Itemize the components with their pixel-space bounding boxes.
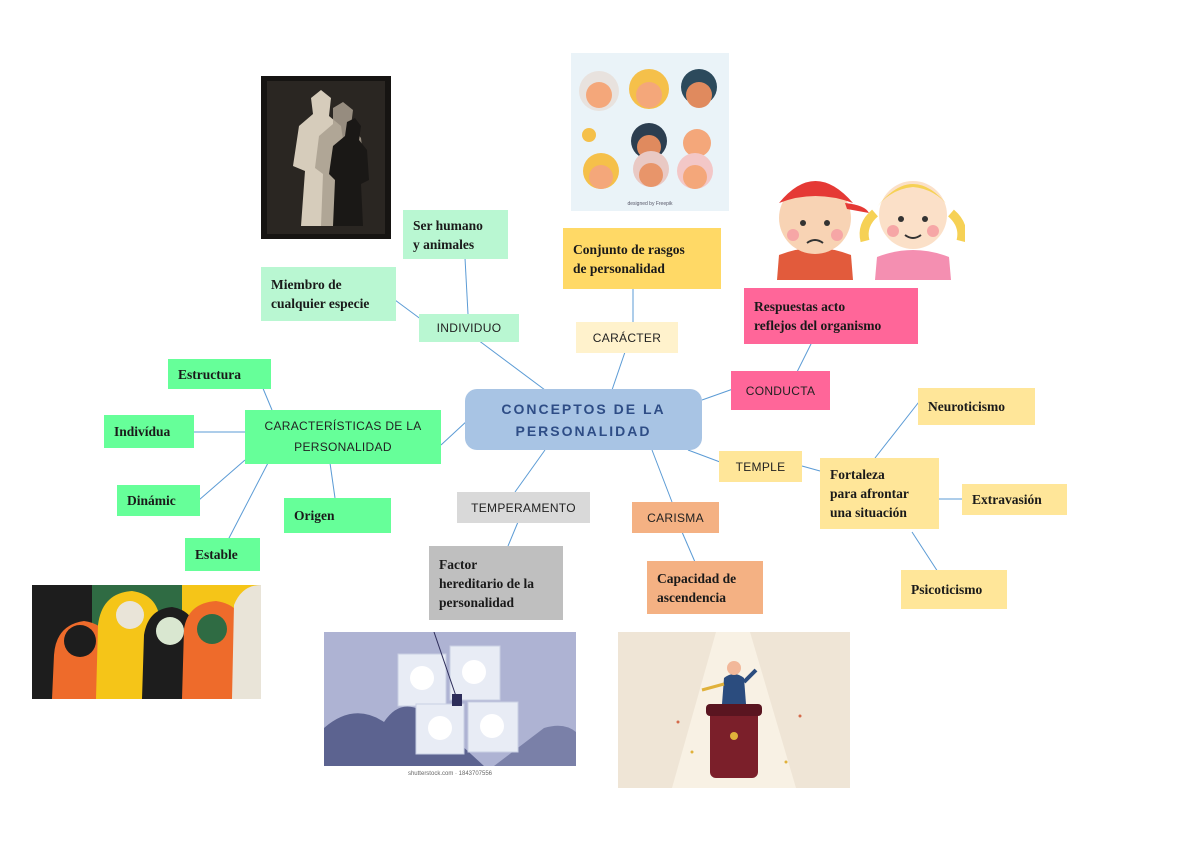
leaf-neuroticismo-label: Neuroticismo — [928, 399, 1005, 414]
leaf-factor-line3: personalidad — [439, 594, 515, 610]
leaf-estructura[interactable]: Estructura — [168, 359, 271, 389]
leaf-respuestas[interactable]: Respuestas acto reflejos del organismo — [744, 288, 918, 344]
link-caracteristicas-estructura — [261, 385, 273, 411]
leaf-individua[interactable]: Indivídua — [104, 415, 194, 448]
branch-conducta[interactable]: CONDUCTA — [731, 371, 830, 410]
leaf-respuestas-line2: reflejos del organismo — [754, 318, 882, 333]
leaf-factor-line2: hereditario de la — [439, 575, 534, 591]
link-center-conducta — [701, 388, 734, 401]
link-fortaleza-psicoticismo — [911, 531, 939, 573]
leaf-ser-humano-line1: Ser humano — [413, 217, 483, 233]
leaf-dinamic[interactable]: Dinámic — [117, 485, 200, 516]
shutterstock-credit: shutterstock.com · 1843707556 — [408, 771, 493, 777]
faces-credit: designed by Freepik — [627, 201, 673, 207]
link-fortaleza-neuroticismo — [874, 397, 923, 459]
leaf-ser-humano-line2: y animales — [413, 236, 475, 252]
leaf-miembro-line2: cualquier especie — [271, 296, 370, 311]
leaf-estable[interactable]: Estable — [185, 538, 260, 571]
link-center-temple — [687, 449, 721, 463]
branch-caracter-label: CARÁCTER — [592, 330, 662, 345]
branch-carisma[interactable]: CARISMA — [632, 502, 719, 533]
silhouettes-image — [261, 76, 391, 239]
link-center-caracteristicas — [440, 419, 469, 446]
leaf-respuestas-line1: Respuestas acto — [754, 299, 846, 314]
heads-illustration — [32, 585, 261, 699]
leaf-extravasion[interactable]: Extravasión — [962, 484, 1067, 515]
leaf-capacidad-line1: Capacidad de — [657, 570, 737, 586]
link-center-caracter — [611, 351, 626, 391]
leaf-factor[interactable]: Factor hereditario de la personalidad — [429, 546, 563, 620]
center-title-line2: PERSONALIDAD — [515, 422, 652, 439]
leaf-estructura-label: Estructura — [178, 366, 241, 382]
kids-illustration — [765, 163, 965, 280]
branch-caracter[interactable]: CARÁCTER — [576, 322, 678, 353]
link-center-individuo — [477, 339, 546, 391]
leaf-origen-label: Origen — [294, 508, 335, 523]
link-center-carisma — [651, 449, 673, 503]
leaf-conjunto-line2: de personalidad — [573, 260, 665, 276]
leaf-factor-line1: Factor — [439, 556, 478, 572]
link-center-temperamento — [514, 449, 546, 493]
leaf-psicoticismo[interactable]: Psicoticismo — [901, 570, 1007, 609]
leaf-conjunto-line1: Conjunto de rasgos — [573, 241, 685, 257]
leaf-dinamic-label: Dinámic — [127, 493, 176, 508]
leaf-miembro[interactable]: Miembro de cualquier especie — [261, 267, 396, 321]
leaf-extravasion-label: Extravasión — [972, 492, 1042, 507]
leaf-fortaleza-line2: para afrontar — [830, 486, 909, 501]
branch-individuo[interactable]: INDIVIDUO — [419, 314, 519, 342]
branch-carisma-label: CARISMA — [647, 510, 704, 525]
leaf-fortaleza-line3: una situación — [830, 505, 907, 520]
leaf-conjunto[interactable]: Conjunto de rasgos de personalidad — [563, 228, 721, 289]
link-conducta-respuestas — [796, 341, 813, 373]
branch-temperamento-label: TEMPERAMENTO — [471, 500, 576, 515]
leaf-capacidad[interactable]: Capacidad de ascendencia — [647, 561, 763, 614]
branch-caracteristicas[interactable]: CARACTERÍSTICAS DE LA PERSONALIDAD — [245, 410, 441, 464]
branch-individuo-label: INDIVIDUO — [436, 321, 502, 335]
branch-conducta-label: CONDUCTA — [745, 383, 816, 398]
leaf-neuroticismo[interactable]: Neuroticismo — [918, 388, 1035, 425]
faces-illustration: designed by Freepik — [571, 53, 729, 211]
branch-temperamento[interactable]: TEMPERAMENTO — [457, 492, 590, 523]
leaf-psicoticismo-label: Psicoticismo — [911, 582, 983, 597]
link-caracteristicas-origen — [329, 462, 336, 499]
branch-temple[interactable]: TEMPLE — [719, 451, 802, 482]
leaf-individua-label: Indivídua — [114, 424, 171, 439]
branch-temple-label: TEMPLE — [735, 459, 786, 474]
leaf-estable-label: Estable — [195, 547, 238, 562]
link-caracteristicas-estable — [227, 462, 269, 541]
branch-caracteristicas-line2: PERSONALIDAD — [294, 440, 392, 454]
center-node[interactable]: CONCEPTOS DE LA PERSONALIDAD — [465, 389, 702, 450]
link-temple-fortaleza — [801, 465, 821, 472]
leaf-ser-humano[interactable]: Ser humano y animales — [403, 210, 508, 259]
link-caracteristicas-dinamic — [198, 459, 246, 501]
leaf-origen[interactable]: Origen — [284, 498, 391, 533]
branch-caracteristicas-line1: CARACTERÍSTICAS DE LA — [264, 419, 422, 433]
link-temperamento-factor — [507, 521, 519, 547]
leaf-fortaleza[interactable]: Fortaleza para afrontar una situación — [820, 458, 939, 529]
podium-illustration — [618, 632, 850, 788]
link-individuo-ser-humano — [464, 257, 469, 315]
leaf-capacidad-line2: ascendencia — [657, 589, 726, 605]
link-individuo-miembro — [394, 299, 423, 321]
psychology-illustration: shutterstock.com · 1843707556 — [324, 632, 576, 780]
leaf-miembro-line1: Miembro de — [271, 277, 342, 292]
leaf-fortaleza-line1: Fortaleza — [830, 467, 885, 482]
center-title-line1: CONCEPTOS DE LA — [501, 400, 666, 417]
link-carisma-capacidad — [681, 531, 696, 563]
